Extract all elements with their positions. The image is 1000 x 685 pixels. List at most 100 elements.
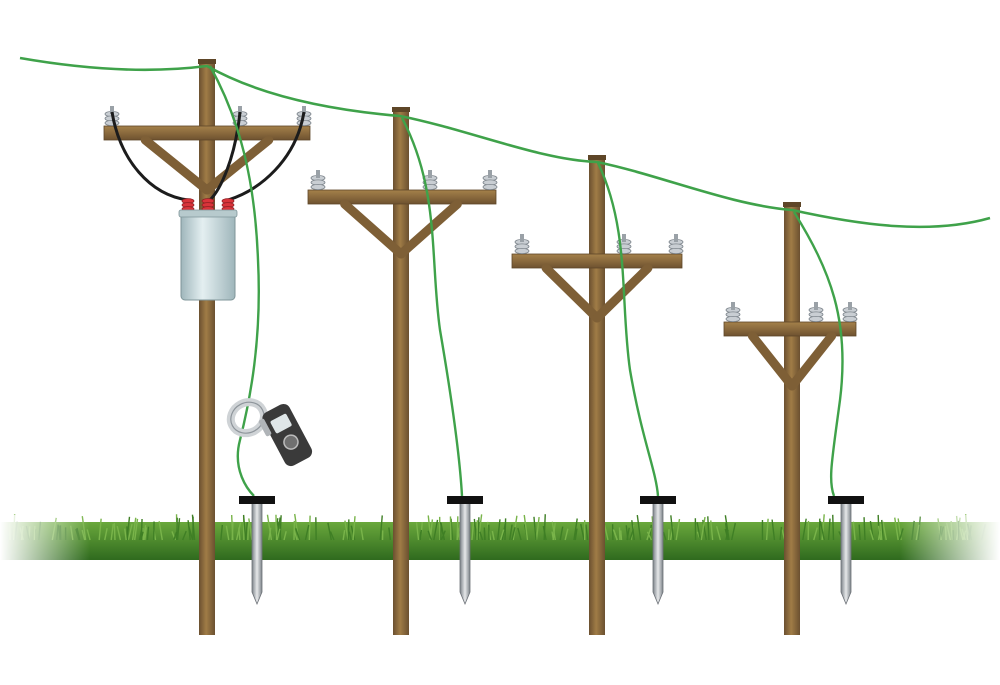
grass-blade	[573, 518, 578, 541]
pole-cap	[392, 107, 410, 112]
arm-brace-left	[541, 263, 602, 323]
grass-blade	[283, 530, 287, 541]
grass-blade	[813, 527, 818, 541]
insulator-pin	[428, 170, 432, 178]
ground-rod-icon	[640, 496, 676, 606]
grass-blade	[646, 527, 652, 541]
grass-blade	[626, 527, 630, 541]
grass-blade	[511, 527, 516, 541]
grass-blade	[863, 517, 866, 541]
grass-blade	[276, 528, 281, 541]
transformer-lead	[208, 111, 242, 202]
meter-trigger-icon	[258, 418, 272, 437]
pole-1	[103, 59, 312, 635]
grass-blade	[508, 524, 513, 541]
pole-cap	[588, 155, 606, 160]
insulator-icon	[725, 302, 741, 322]
meter-dial-icon	[283, 434, 299, 450]
grass-blade	[765, 518, 769, 541]
grass-blade	[646, 531, 652, 541]
grass-blade	[104, 528, 108, 541]
insulator-shed	[842, 315, 858, 322]
meter-display-icon	[270, 413, 292, 434]
insulator-pin	[520, 234, 524, 242]
ground-rod-clamp	[640, 496, 676, 504]
grass-blade	[880, 523, 883, 541]
grass-blade	[245, 522, 248, 541]
grass-blade	[230, 514, 234, 541]
ground-down-lead	[208, 65, 260, 497]
grass-blade	[852, 521, 856, 541]
arm-brace-right	[396, 199, 462, 259]
arm-brace-right	[202, 135, 274, 195]
grass-blade	[894, 517, 899, 541]
grass-blade	[126, 526, 129, 541]
grass-blade	[113, 523, 116, 541]
grass-blade	[419, 531, 422, 541]
poles	[103, 59, 858, 635]
grass-blade	[171, 531, 176, 541]
grass-blade	[140, 531, 144, 541]
grass-blade	[580, 523, 585, 541]
insulator-icon	[310, 170, 326, 190]
transformer-lead	[227, 111, 306, 202]
grass-blade	[427, 530, 433, 541]
insulator-icon	[808, 302, 824, 322]
grass-blade	[696, 522, 702, 541]
grass-blade	[725, 529, 729, 541]
ground-rod-clamp	[828, 496, 864, 504]
grass-blade	[175, 517, 178, 541]
pole-shaft	[784, 205, 800, 635]
grass-blade	[187, 520, 191, 541]
transformer-icon	[110, 111, 306, 301]
insulator-pin	[316, 170, 320, 178]
insulator-shed	[104, 120, 120, 127]
grass-blade	[543, 514, 546, 541]
ground-rod-icon	[239, 496, 275, 606]
grass-blade	[504, 518, 507, 541]
grass-fade-left	[0, 515, 90, 565]
grass-blade	[146, 526, 150, 541]
grass-blade	[352, 516, 356, 541]
grass-blade	[675, 518, 681, 541]
grass-blade	[832, 514, 835, 541]
grass-blade	[802, 518, 807, 541]
down-leads	[208, 65, 864, 606]
grass-blade	[379, 515, 383, 541]
grass-blade	[819, 521, 825, 541]
grass-blade	[279, 515, 282, 541]
grass-blade	[138, 528, 143, 541]
insulator-pin	[731, 302, 735, 310]
ground-rod	[251, 499, 263, 606]
grass-blade	[882, 521, 887, 541]
grass-blade	[98, 518, 102, 541]
ground-rod	[652, 499, 664, 606]
grass-blade	[648, 524, 652, 541]
grass-blade	[124, 528, 127, 541]
grass-blade	[881, 519, 884, 541]
grass-blade	[247, 522, 250, 541]
grass-blade	[116, 525, 122, 541]
grass-blade	[158, 521, 163, 541]
grass-blade	[533, 516, 537, 541]
grass-blade	[574, 528, 578, 541]
grass-blade	[348, 531, 352, 541]
ground-down-lead	[596, 162, 660, 497]
clamp-jaw-inner-icon	[230, 401, 265, 434]
grass-blade	[471, 522, 475, 541]
grass-blade	[715, 526, 722, 541]
ground-rod-clamp	[239, 496, 275, 504]
pole-3	[511, 155, 684, 635]
ground-down-lead	[400, 117, 464, 497]
pole-4	[723, 202, 858, 635]
insulator-pin	[848, 302, 852, 310]
grass-blade	[220, 524, 224, 541]
ground	[0, 513, 1000, 565]
grass-blade	[724, 515, 730, 541]
arm-brace-left	[340, 199, 406, 259]
grass-blade	[360, 527, 364, 541]
transformer-lead	[110, 111, 189, 202]
transformer-tank	[180, 211, 236, 301]
pole-shaft	[589, 158, 605, 635]
grass-blade	[329, 531, 335, 541]
